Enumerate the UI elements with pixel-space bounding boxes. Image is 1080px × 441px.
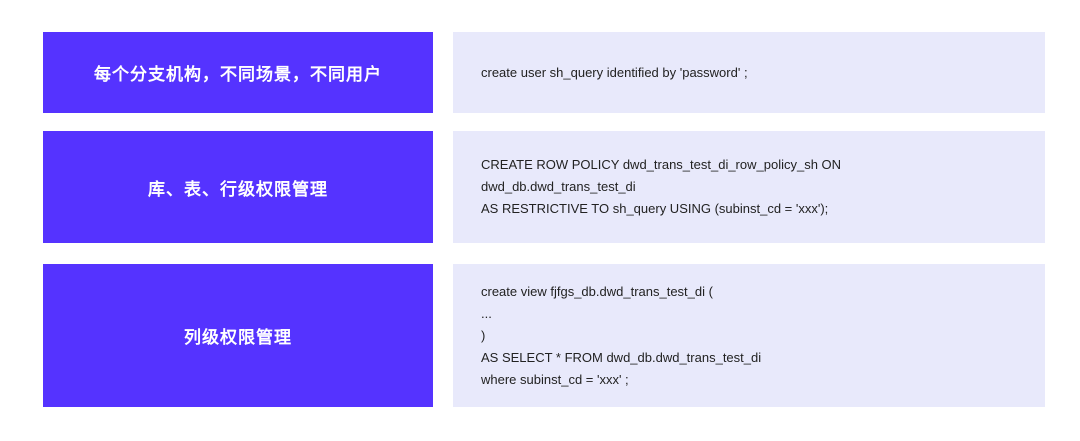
code-line: ) bbox=[481, 327, 486, 343]
code-line: AS RESTRICTIVE TO sh_query USING (subins… bbox=[481, 201, 829, 216]
label-text: 库、表、行级权限管理 bbox=[148, 179, 328, 200]
code-box-column-permission: create view fjfgs_db.dwd_trans_test_di (… bbox=[453, 264, 1045, 407]
label-box-user-creation: 每个分支机构，不同场景，不同用户 bbox=[43, 32, 433, 113]
label-text: 每个分支机构，不同场景，不同用户 bbox=[94, 65, 382, 85]
label-box-column-permission: 列级权限管理 bbox=[43, 264, 433, 407]
code-line: ... bbox=[481, 305, 492, 321]
code-line: AS SELECT * FROM dwd_db.dwd_trans_test_d… bbox=[481, 349, 762, 365]
label-text: 列级权限管理 bbox=[184, 328, 292, 348]
row-user-creation: 每个分支机构，不同场景，不同用户 create user sh_query id… bbox=[43, 32, 1045, 113]
label-box-row-policy: 库、表、行级权限管理 bbox=[43, 131, 433, 243]
code-line: dwd_db.dwd_trans_test_di bbox=[481, 179, 636, 194]
code-line: CREATE ROW POLICY dwd_trans_test_di_row_… bbox=[481, 157, 842, 172]
code-box-user-creation: create user sh_query identified by 'pass… bbox=[453, 32, 1045, 113]
row-row-policy: 库、表、行级权限管理 CREATE ROW POLICY dwd_trans_t… bbox=[43, 131, 1045, 243]
code-line: where subinst_cd = 'xxx' ; bbox=[481, 371, 629, 387]
code-line: create user sh_query identified by 'pass… bbox=[481, 64, 748, 80]
row-column-permission: 列级权限管理 create view fjfgs_db.dwd_trans_te… bbox=[43, 264, 1045, 407]
code-line: create view fjfgs_db.dwd_trans_test_di ( bbox=[481, 283, 713, 299]
code-box-row-policy: CREATE ROW POLICY dwd_trans_test_di_row_… bbox=[453, 131, 1045, 243]
